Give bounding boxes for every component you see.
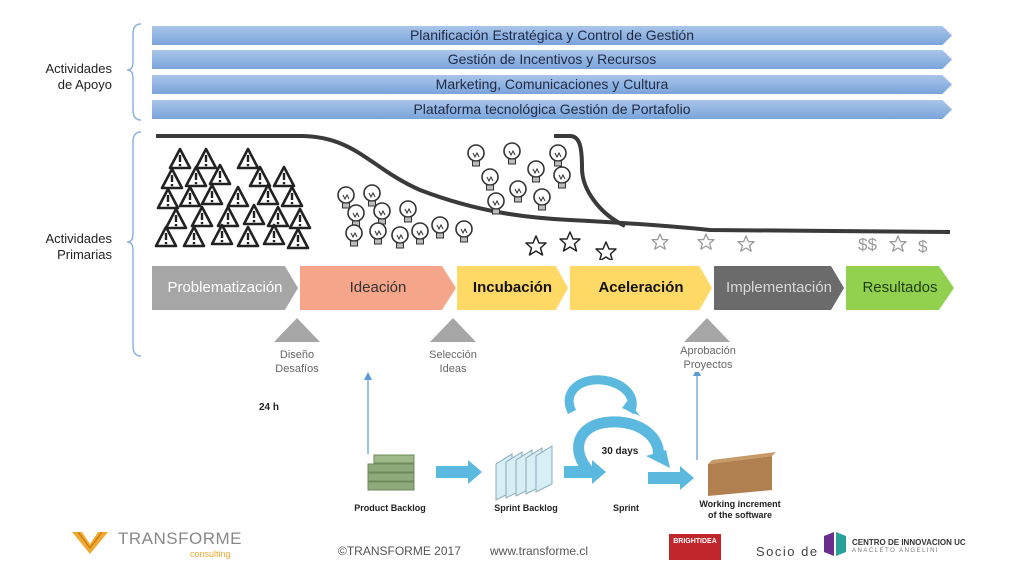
support-group-label: Actividades de Apoyo [45,61,112,92]
brightidea-partner-badge: BRIGHTIDEA [669,534,721,560]
stage-ideacion: Ideación [300,266,456,310]
working-increment-label: Working increment of the software [699,499,781,520]
transforme-logo-icon [72,531,108,554]
gate-triangle-desafios [274,318,320,342]
sprint-cycle-icon [564,375,670,476]
brand-tagline: consulting [190,549,231,559]
gate-triangle-ideas [430,318,476,342]
stage-aceleracion: Aceleración [570,266,712,310]
sprint-month-label: 30 days [601,446,639,457]
stage-resultados: Resultados [846,266,954,310]
sprint-backlog-label: Sprint Backlog [494,503,558,513]
support-bar-planning: Planificación Estratégica y Control de G… [152,26,952,45]
gate-label-desafios: Diseño Desafíos [275,349,319,375]
stage-problematizacion: Problematización [152,266,298,310]
support-bar-marketing: Marketing, Comunicaciones y Cultura [152,75,952,94]
product-backlog-label: Product Backlog [354,503,426,513]
copyright-text: ©TRANSFORME 2017 [338,544,461,558]
primary-group-label: Actividades Primarias [45,231,112,262]
support-bar-platform: Plataforma tecnológica Gestión de Portaf… [152,100,952,119]
gate-triangle-proyectos [684,318,730,342]
scrum-process-diagram [364,372,776,501]
sprint-day-label: 24 h [258,402,279,413]
centro-innovacion-logo-icon [824,532,846,556]
website-link[interactable]: www.transforme.cl [490,544,589,558]
working-increment-box-icon [708,452,776,496]
brightidea-badge-text: BRIGHTIDEA [673,538,717,545]
brand-name: TRANSFORME [118,529,242,548]
primary-bracket [126,131,142,357]
sprint-label: Sprint [613,503,639,513]
sprint-backlog-icon [495,445,553,501]
svg-text:$$: $$ [858,235,877,254]
partner-prefix: Socio de [756,544,819,559]
partner-name: CENTRO DE INNOVACION UC [852,538,966,547]
gate-label-proyectos: Aprobación Proyectos [680,345,736,371]
stage-incubacion: Incubación [457,266,568,310]
product-backlog-icon [367,454,415,491]
support-bracket [126,23,142,121]
partner-subname: ANACLETO ANGELINI [852,548,940,554]
svg-text:$: $ [918,237,928,256]
support-bar-incentives: Gestión de Incentivos y Recursos [152,50,952,69]
gate-label-ideas: Selección Ideas [429,349,477,375]
stage-implementacion: Implementación [714,266,844,310]
innovation-funnel-illustration: $$ $ [154,134,951,260]
